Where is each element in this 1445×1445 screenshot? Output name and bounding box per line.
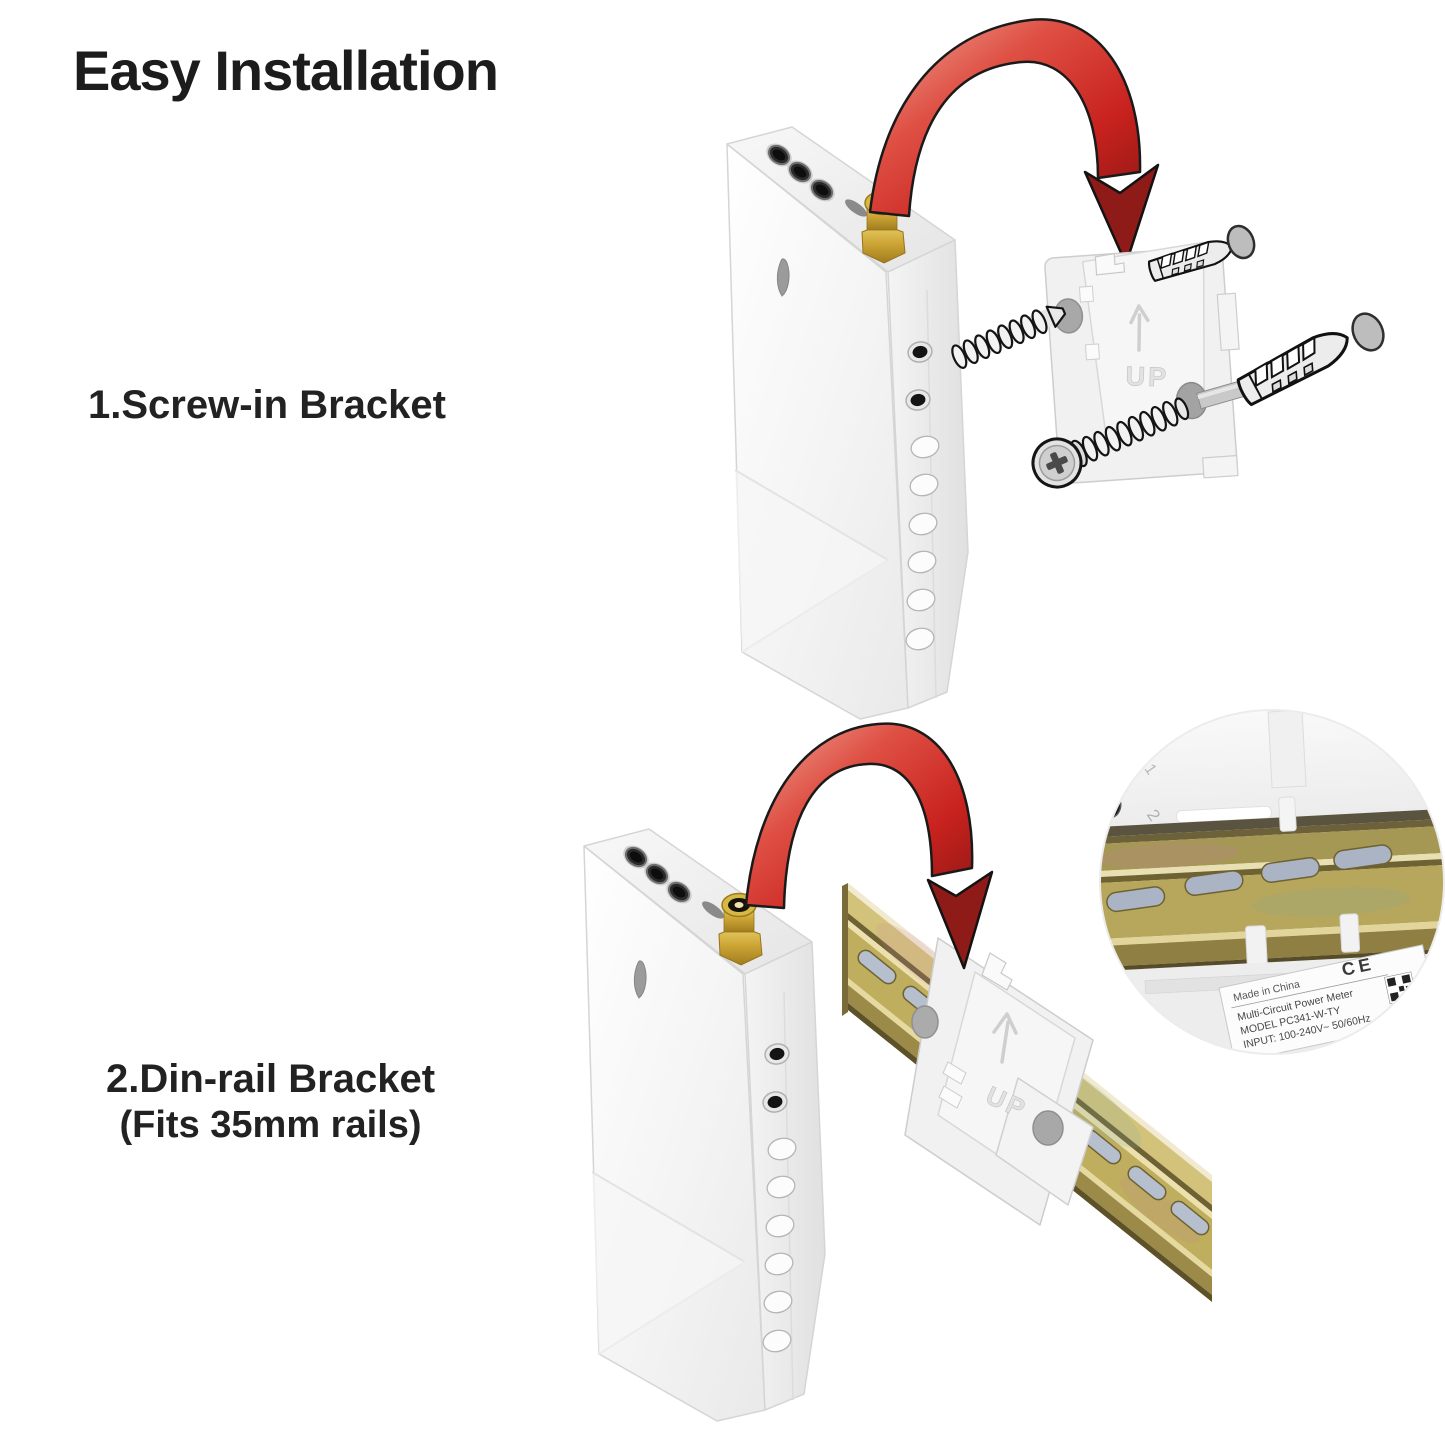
device-unit-1	[726, 126, 969, 720]
step-2-label-line1: 2.Din-rail Bracket	[105, 1057, 436, 1101]
rail-closeup-inset: 1 2	[1100, 710, 1444, 1054]
up-arrow-icon-1	[1129, 304, 1150, 352]
page-title: Easy Installation	[73, 39, 499, 102]
wall-anchor-2	[1233, 322, 1357, 409]
arrowhead-2	[926, 870, 994, 970]
bracket-hole-lower-2	[1032, 1110, 1064, 1146]
bracket-hole-upper-2	[911, 1005, 939, 1039]
up-label-1: UP	[1125, 361, 1170, 393]
step-2-label: 2.Din-rail Bracket (Fits 35mm rails)	[48, 1056, 493, 1147]
arrowhead-1	[1083, 163, 1160, 266]
bracket-clip-tab-2	[981, 952, 1013, 991]
mounting-screw-tip	[951, 305, 1067, 369]
anchor-cap-2	[1351, 312, 1385, 352]
bracket-clip-tab-1	[1094, 252, 1126, 276]
step-1-label: 1.Screw-in Bracket	[88, 383, 446, 427]
inset-rail-slots	[1106, 844, 1393, 913]
qr-code	[1384, 971, 1417, 1005]
device-unit-2	[583, 828, 826, 1422]
step-2-label-line2: (Fits 35mm rails)	[119, 1103, 422, 1146]
anchor-cap-1	[1226, 224, 1256, 260]
rotate-arrow-2	[744, 722, 994, 970]
mounting-screw	[1031, 397, 1190, 489]
din-rail-bracket: UP	[904, 937, 1094, 1226]
inset-circle-border	[1099, 709, 1445, 1055]
inset-clip-tab	[1339, 913, 1361, 953]
inset-clip-tab	[1278, 796, 1297, 832]
rotate-arrow-1	[868, 18, 1160, 266]
inset-clip-tab	[1244, 925, 1268, 969]
phillips-cross-icon	[1046, 452, 1068, 474]
up-arrow-icon-2	[992, 1012, 1018, 1064]
screw-in-bracket: UP	[1044, 241, 1240, 485]
